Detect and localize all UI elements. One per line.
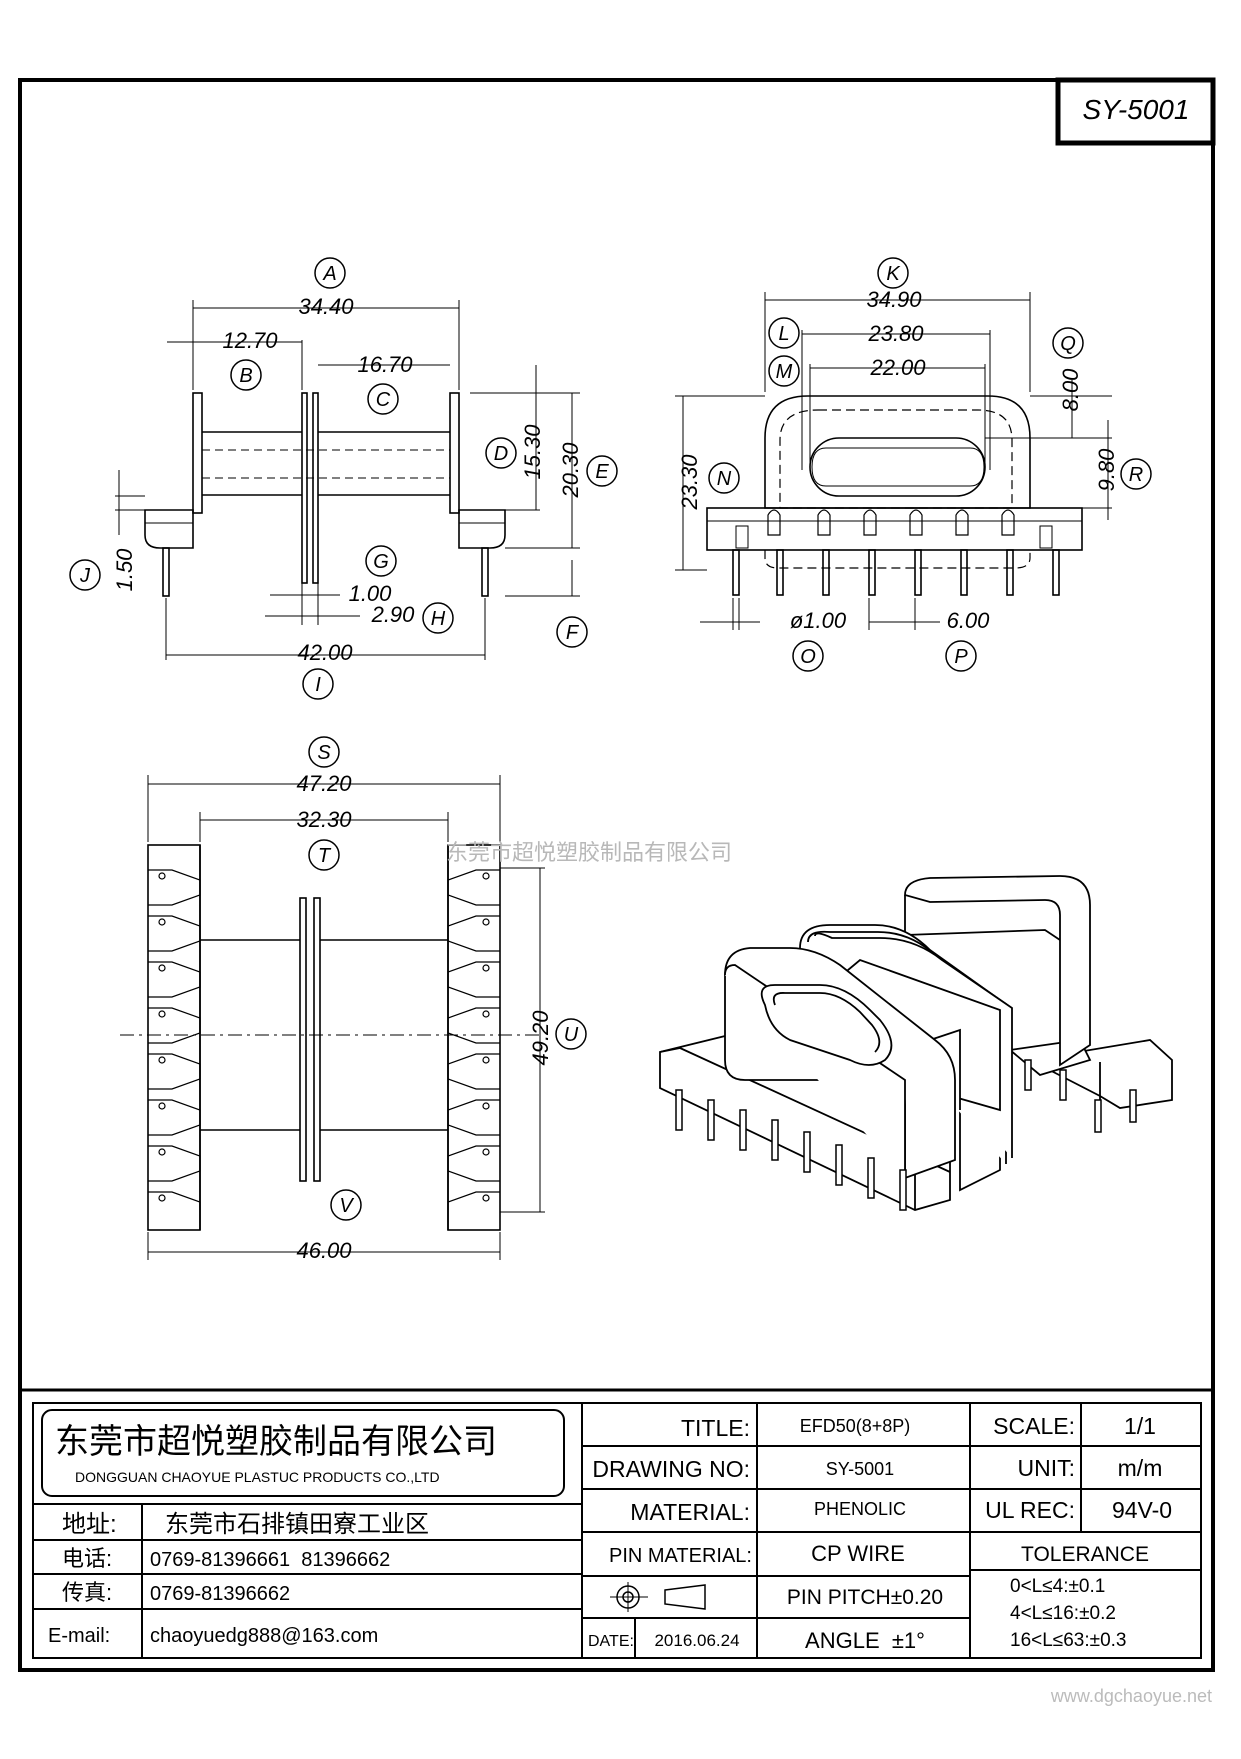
tolerance-row-1: 0<L≤4:±0.1 xyxy=(1010,1576,1105,1597)
dim-e-value: 20.30 xyxy=(558,442,583,499)
drawing-no-value: SY-5001 xyxy=(826,1459,894,1479)
top-view-callouts: S T U V xyxy=(308,736,587,1221)
callout-o: O xyxy=(800,646,816,668)
title-block xyxy=(20,1388,1213,1659)
callout-l: L xyxy=(778,323,789,345)
email-value: chaoyuedg888@163.com xyxy=(150,1625,378,1647)
fax-label: 传真: xyxy=(62,1580,112,1605)
pin-material-label: PIN MATERIAL: xyxy=(609,1545,752,1567)
phone-value: 0769-81396661 81396662 xyxy=(150,1549,390,1571)
callout-c: C xyxy=(376,389,391,411)
title-block-text: 东莞市超悦塑胶制品有限公司 DONGGUAN CHAOYUE PLASTUC P… xyxy=(48,1413,1172,1653)
dim-n-value: 23.30 xyxy=(677,454,702,511)
callout-v: V xyxy=(339,1195,354,1217)
callout-k: K xyxy=(886,263,901,285)
part-code: SY-5001 xyxy=(1083,94,1190,125)
side-view-callouts: A B C D E F G H I J xyxy=(69,257,618,700)
title-label: TITLE: xyxy=(681,1415,750,1441)
address-label: 地址: xyxy=(62,1511,117,1538)
callout-s: S xyxy=(317,742,331,764)
dim-h-value: 2.90 xyxy=(371,602,416,627)
dim-t-value: 32.30 xyxy=(296,807,352,832)
dim-b-value: 12.70 xyxy=(222,328,278,353)
dim-j-value: 1.50 xyxy=(112,548,137,592)
callout-g: G xyxy=(373,551,389,573)
pin-material-value: CP WIRE xyxy=(811,1541,905,1566)
material-value: PHENOLIC xyxy=(814,1499,906,1519)
front-view-callouts: K L M N O P Q R xyxy=(708,257,1152,672)
callout-r: R xyxy=(1129,464,1143,486)
material-label: MATERIAL: xyxy=(630,1499,750,1525)
ul-value: 94V-0 xyxy=(1112,1497,1172,1523)
angle: ANGLE ±1° xyxy=(805,1628,925,1653)
dim-a-value: 34.40 xyxy=(298,294,354,319)
dim-v-value: 46.00 xyxy=(296,1238,352,1263)
callout-n: N xyxy=(717,468,732,490)
dim-g-value: 1.00 xyxy=(349,581,393,606)
scale-label: SCALE: xyxy=(993,1413,1075,1439)
front-view xyxy=(675,292,1112,630)
company-name-en: DONGGUAN CHAOYUE PLASTUC PRODUCTS CO.,LT… xyxy=(75,1469,440,1485)
dim-l-value: 23.80 xyxy=(867,321,924,346)
side-view xyxy=(115,300,580,660)
dim-o-value: ø1.00 xyxy=(790,608,847,633)
callout-i: I xyxy=(315,674,321,696)
callout-t: T xyxy=(318,845,332,867)
callout-p: P xyxy=(954,646,968,668)
tolerance-row-3: 16<L≤63:±0.3 xyxy=(1010,1630,1126,1651)
callout-d: D xyxy=(494,443,508,465)
title-value: EFD50(8+8P) xyxy=(800,1416,911,1436)
callout-h: H xyxy=(431,608,446,630)
top-view xyxy=(120,775,545,1260)
callout-f: F xyxy=(566,622,580,644)
email-label: E-mail: xyxy=(48,1625,110,1647)
website: www.dgchaoyue.net xyxy=(1050,1686,1212,1706)
phone-label: 电话: xyxy=(62,1546,112,1571)
sheet-border xyxy=(18,78,1215,1672)
unit-label: UNIT: xyxy=(1018,1455,1076,1481)
callout-a: A xyxy=(322,263,336,285)
address-value: 东莞市石排镇田寮工业区 xyxy=(165,1511,429,1538)
dim-m-value: 22.00 xyxy=(869,355,926,380)
callout-b: B xyxy=(239,365,252,387)
company-name-cn: 东莞市超悦塑胶制品有限公司 xyxy=(55,1423,497,1461)
dim-k-value: 34.90 xyxy=(866,287,922,312)
front-view-labels: 34.90 23.80 22.00 23.30 ø1.00 6.00 8.00 … xyxy=(677,287,1119,633)
dim-p-value: 6.00 xyxy=(947,608,991,633)
tolerance-row-2: 4<L≤16:±0.2 xyxy=(1010,1603,1116,1624)
dim-d-value: 15.30 xyxy=(520,424,545,480)
dim-i-value: 42.00 xyxy=(297,640,353,665)
dim-s-value: 47.20 xyxy=(296,771,352,796)
watermark: 东莞市超悦塑胶制品有限公司 xyxy=(446,840,732,865)
isometric-view xyxy=(659,875,1173,1211)
callout-e: E xyxy=(595,461,609,483)
dim-c-value: 16.70 xyxy=(357,352,413,377)
part-code-box xyxy=(1055,77,1216,146)
date-value: 2016.06.24 xyxy=(654,1631,739,1650)
callout-j: J xyxy=(79,565,91,587)
pin-pitch: PIN PITCH±0.20 xyxy=(787,1586,943,1609)
tolerance-label: TOLERANCE xyxy=(1021,1543,1149,1566)
fax-value: 0769-81396662 xyxy=(150,1583,290,1605)
scale-value: 1/1 xyxy=(1124,1413,1156,1439)
drawing-no-label: DRAWING NO: xyxy=(592,1456,750,1482)
unit-value: m/m xyxy=(1118,1455,1163,1481)
side-view-labels: 34.40 12.70 16.70 15.30 20.30 1.00 2.90 … xyxy=(112,294,583,665)
dim-r-value: 9.80 xyxy=(1094,448,1119,492)
top-view-labels: 47.20 32.30 49.20 46.00 xyxy=(296,771,553,1263)
dim-u-value: 49.20 xyxy=(528,1010,553,1066)
callout-u: U xyxy=(564,1024,579,1046)
ul-label: UL REC: xyxy=(985,1497,1075,1523)
date-label: DATE: xyxy=(588,1633,634,1650)
callout-m: M xyxy=(776,361,793,383)
dim-q-value: 8.00 xyxy=(1058,368,1083,412)
callout-q: Q xyxy=(1060,333,1076,355)
